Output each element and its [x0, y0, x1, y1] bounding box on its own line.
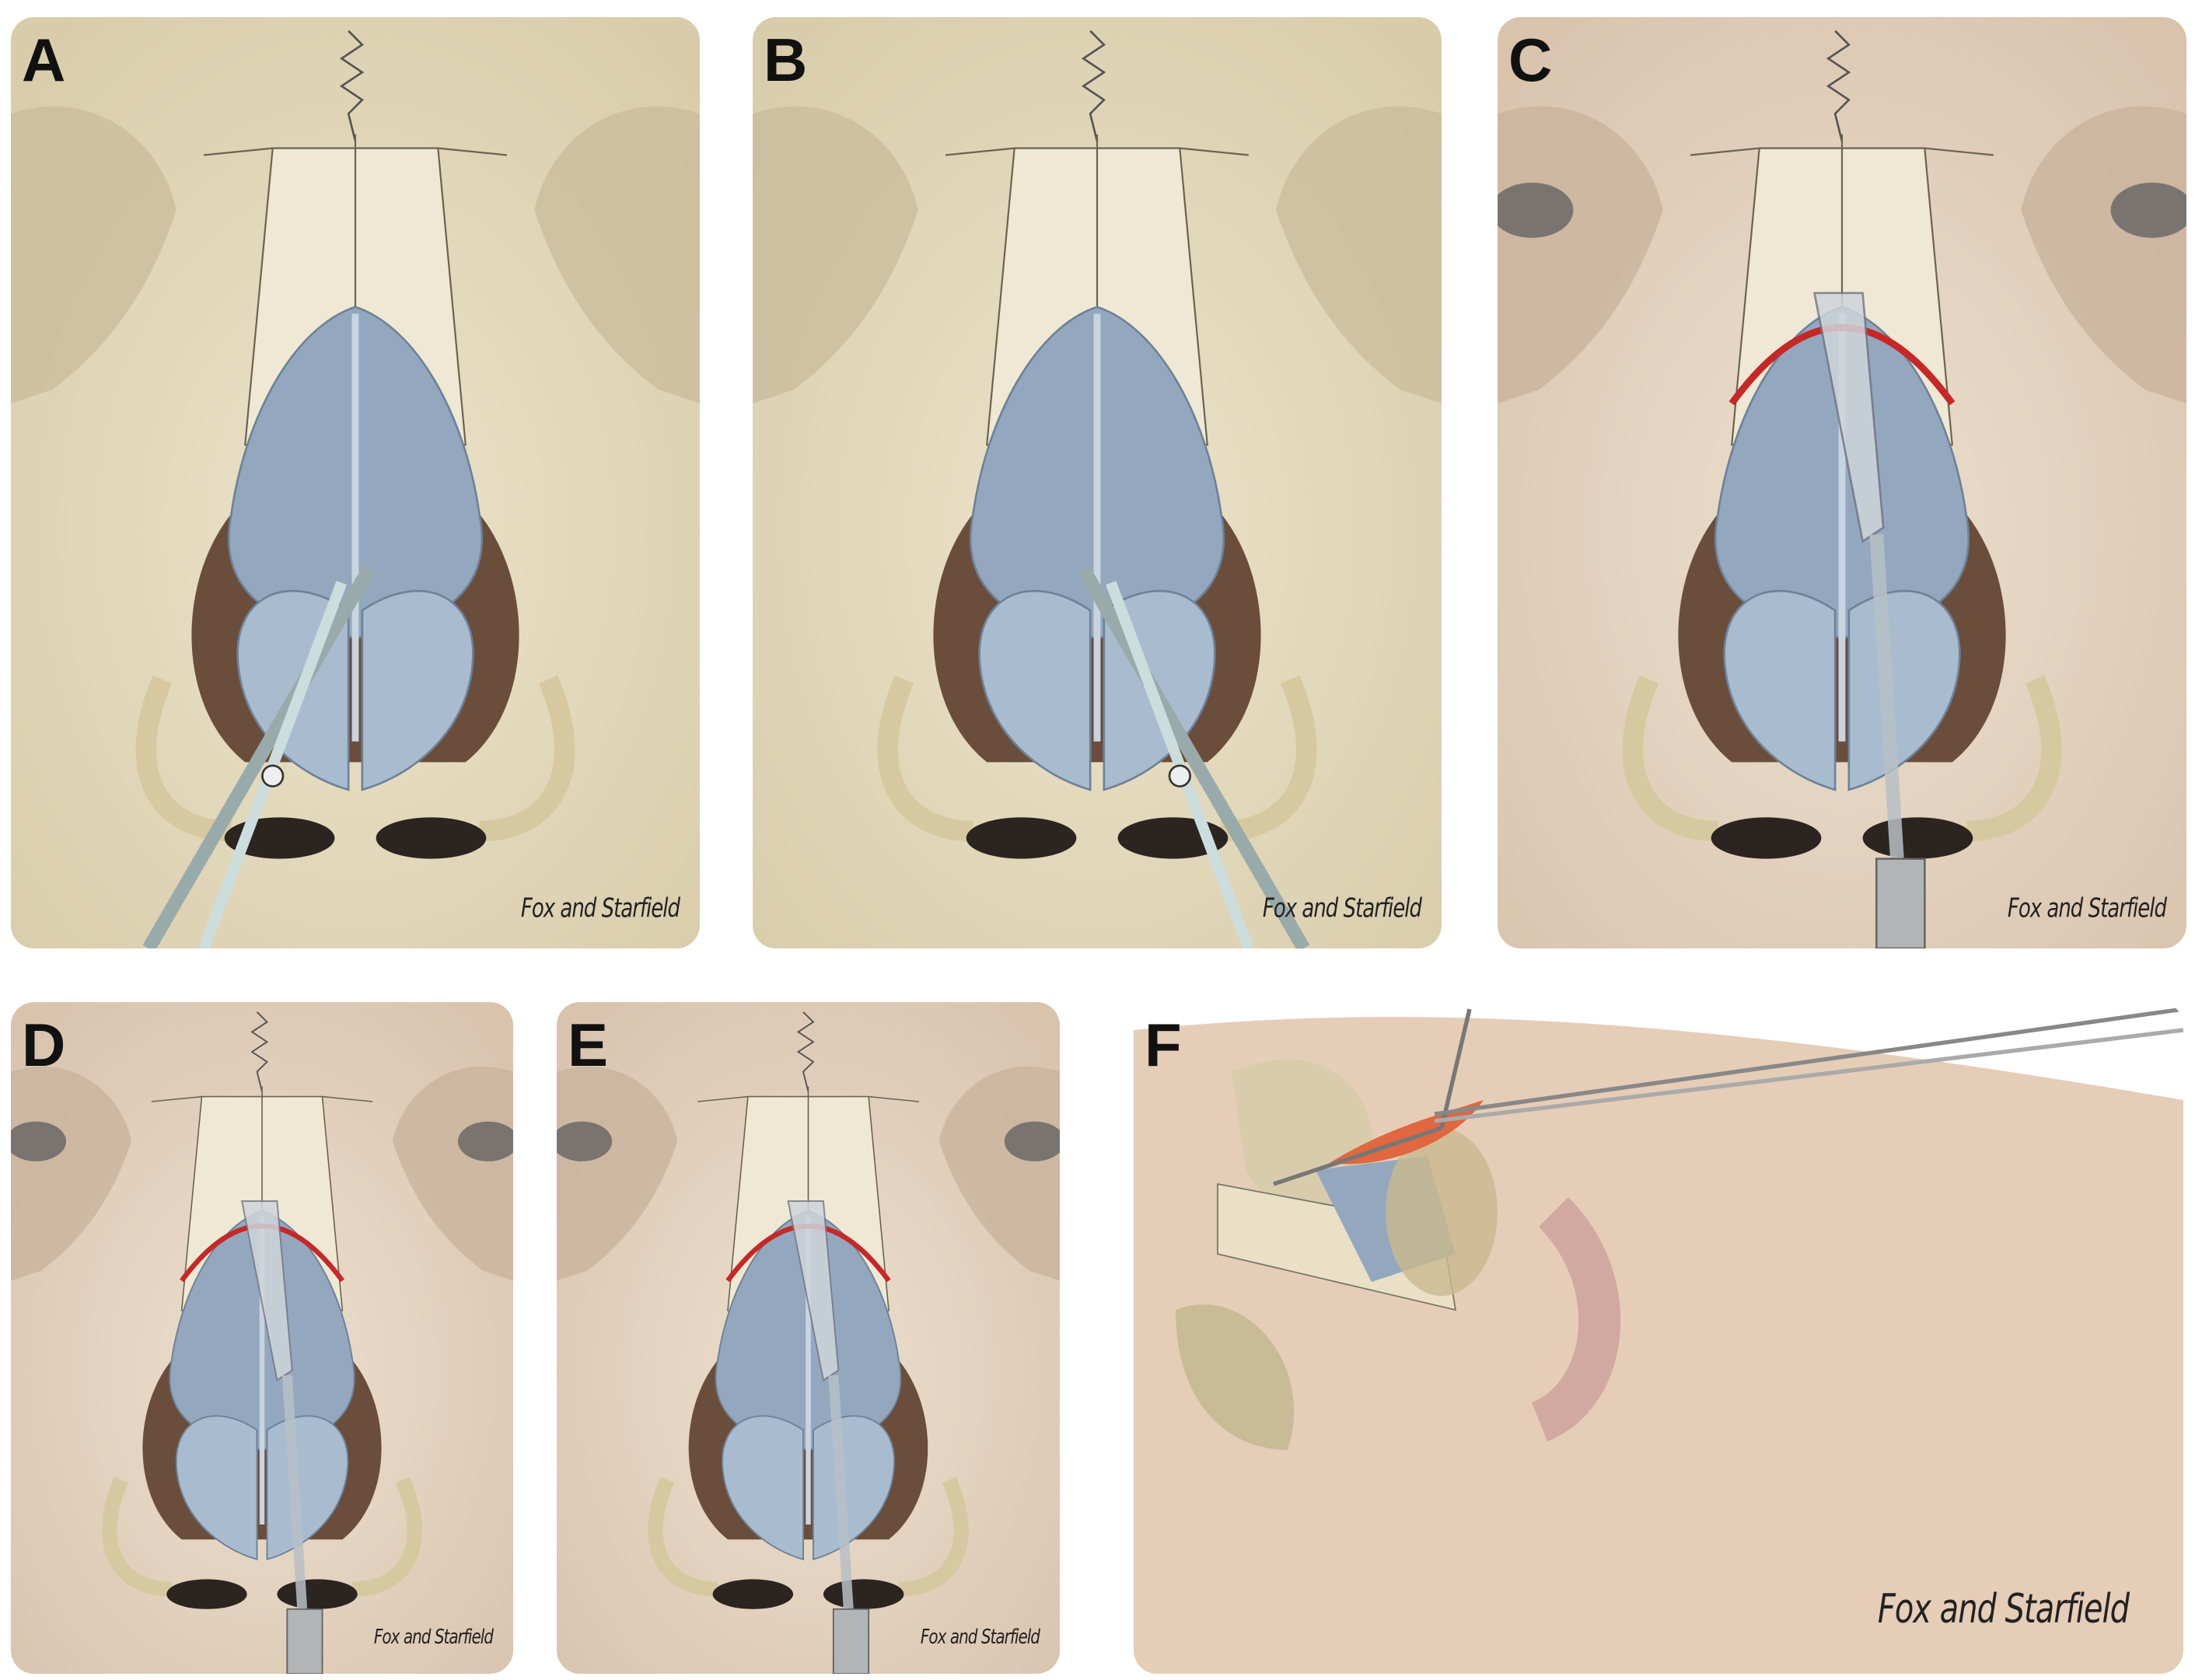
lower-lateral-cartilage-right: [361, 589, 474, 791]
frontal-suture: [796, 1011, 815, 1092]
left-orbit: [11, 1066, 132, 1281]
panel-label: D: [22, 1011, 66, 1079]
alar-rim: [1622, 675, 2062, 842]
lower-lateral-cartilage-left: [175, 1415, 258, 1561]
scissors-icon: [142, 565, 376, 948]
maxilla-opening: [1176, 1304, 1295, 1450]
artist-signature: Fox and Starfield: [1262, 893, 1422, 924]
nose-frontal-illustration: [753, 17, 1442, 948]
artist-signature: Fox and Starfield: [920, 1624, 1040, 1649]
left-nostril: [712, 1579, 794, 1609]
artist-signature: Fox and Starfield: [520, 893, 680, 924]
alar-rim: [648, 1476, 969, 1597]
right-nostril: [277, 1579, 358, 1609]
alar-rim: [877, 675, 1317, 842]
elevator-icon: [1812, 292, 1926, 948]
elevator-icon: [240, 1200, 323, 1674]
right-orbit: [1276, 106, 1442, 403]
panel-f: F Fox and Starfield: [1134, 1002, 2183, 1674]
artist-signature: Fox and Starfield: [1877, 1586, 2130, 1633]
nose-lateral-illustration: [1134, 1002, 2183, 1674]
lower-lateral-cartilage-left: [1723, 589, 1837, 791]
nose-frontal-illustration: [1498, 17, 2186, 948]
nose-frontal-illustration: [11, 17, 700, 948]
alar-rim: [102, 1476, 422, 1597]
artist-signature: Fox and Starfield: [2007, 893, 2167, 924]
alar-rim: [135, 675, 575, 842]
frontal-suture: [339, 30, 365, 142]
right-nostril: [376, 817, 487, 859]
right-orbit: [534, 106, 700, 403]
panel-c: C Fox and Starfield: [1498, 17, 2186, 948]
frontal-suture: [250, 1011, 269, 1092]
left-orbit: [557, 1066, 678, 1281]
right-orbit: [2021, 106, 2186, 403]
panel-e: E Fox and Starfield: [557, 1002, 1060, 1674]
left-orbit: [11, 106, 177, 403]
right-orbit: [392, 1066, 513, 1281]
left-orbit: [1498, 106, 1663, 403]
lip: [1530, 1196, 1621, 1442]
left-nostril: [966, 817, 1077, 859]
panel-d: D Fox and Starfield: [11, 1002, 513, 1674]
right-nostril: [1862, 817, 1973, 859]
panel-label: F: [1145, 1011, 1182, 1079]
elevator-icon: [787, 1200, 870, 1674]
panel-a: A Fox and Starfield: [11, 17, 700, 948]
panel-b: B Fox and Starfield: [753, 17, 1442, 948]
right-eye: [2110, 182, 2186, 238]
right-nostril: [823, 1579, 904, 1609]
nose-frontal-illustration: [11, 1002, 513, 1674]
left-eye: [11, 1121, 67, 1161]
scissors-icon: [1077, 565, 1310, 948]
panel-label: B: [764, 26, 808, 94]
panel-label: A: [22, 26, 66, 94]
panel-label: C: [1508, 26, 1553, 94]
right-eye: [457, 1121, 513, 1161]
elevator-icon: [1273, 1126, 1442, 1186]
frontal-suture: [1081, 30, 1106, 142]
left-nostril: [1711, 817, 1822, 859]
right-orbit: [938, 1066, 1060, 1281]
nasal-tip: [1386, 1128, 1498, 1296]
panel-label: E: [568, 1011, 609, 1079]
left-eye: [1498, 182, 1574, 238]
lower-lateral-cartilage-left: [722, 1415, 805, 1561]
lower-lateral-cartilage-left: [978, 589, 1092, 791]
left-eye: [557, 1121, 613, 1161]
nose-frontal-illustration: [557, 1002, 1060, 1674]
right-eye: [1004, 1121, 1060, 1161]
left-orbit: [753, 106, 918, 403]
forceps-icon: [1434, 1007, 2183, 1123]
left-nostril: [166, 1579, 247, 1609]
artist-signature: Fox and Starfield: [373, 1624, 494, 1649]
frontal-suture: [1826, 30, 1851, 142]
